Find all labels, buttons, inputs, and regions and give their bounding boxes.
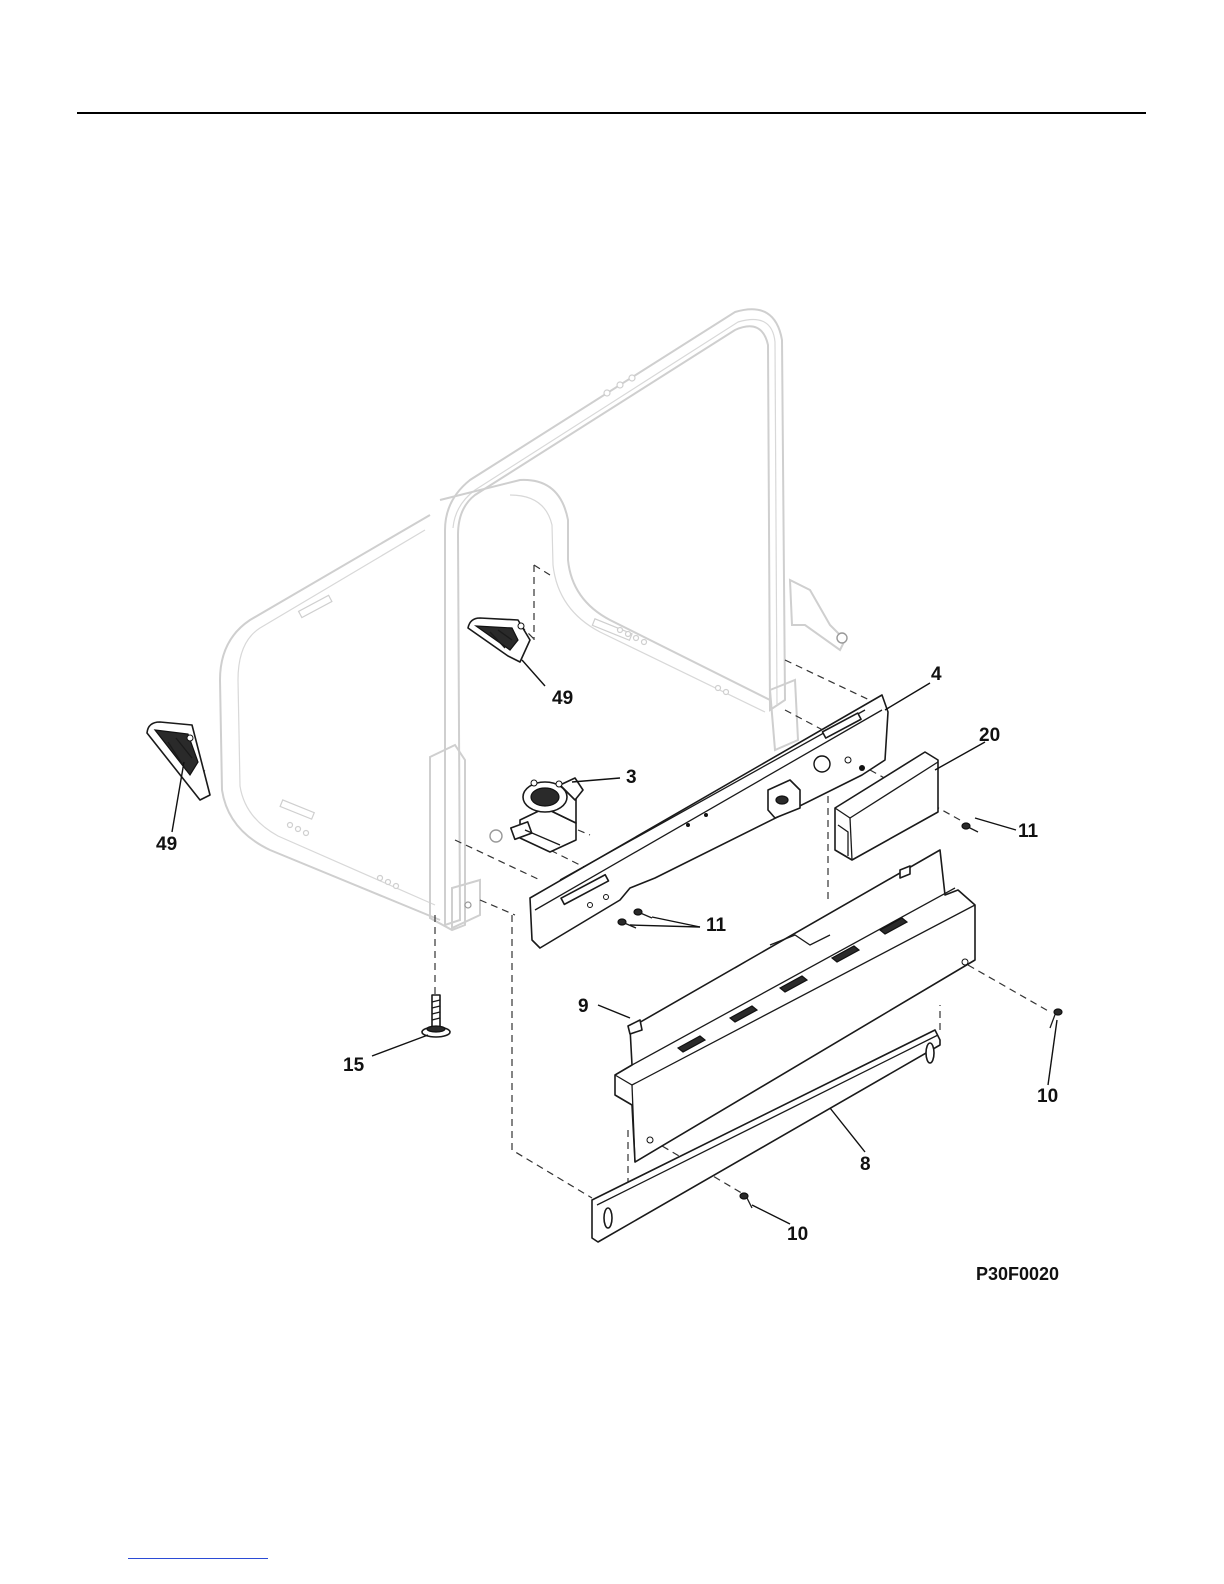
part-49-upper-foot [468,618,530,662]
callout-11-center: 11 [706,915,727,936]
part-49-left-foot [147,722,210,800]
callout-11-right: 11 [1018,821,1039,842]
footer-link-underline[interactable] [128,1558,268,1559]
callout-10-bottom: 10 [787,1224,808,1245]
callout-20: 20 [979,725,1000,746]
callout-10-right: 10 [1037,1086,1058,1107]
callout-4: 4 [931,664,942,685]
callout-3: 3 [626,767,637,788]
drawing-id: P30F0020 [976,1264,1059,1284]
callout-8: 8 [860,1154,871,1175]
callout-49-left: 49 [156,834,177,855]
callout-9: 9 [578,996,589,1017]
callout-49-upper: 49 [552,688,573,709]
callout-15: 15 [343,1055,365,1076]
part-3-water-valve [511,778,583,852]
